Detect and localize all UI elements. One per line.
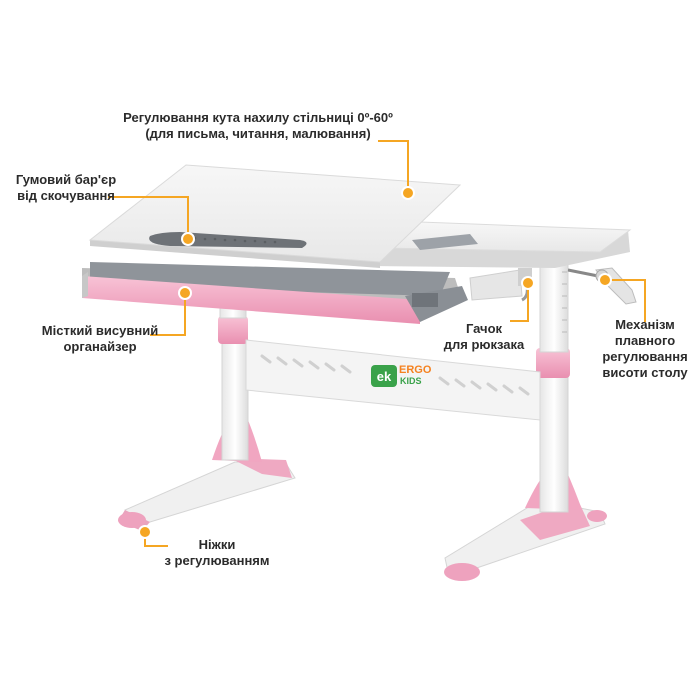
- pointer-height: [608, 279, 646, 322]
- label-height-mechanism: Механізм плавного регулювання висоти сто…: [592, 317, 698, 381]
- label-height-line2: плавного: [614, 333, 676, 348]
- pointer-dot-tilt: [401, 186, 415, 200]
- pointer-barrier: [108, 196, 189, 236]
- label-barrier-line2: від скочування: [17, 188, 115, 203]
- label-backpack-hook: Гачок для рюкзака: [436, 321, 532, 353]
- label-feet-line2: з регулюванням: [164, 553, 270, 568]
- pointer-organizer: [150, 296, 186, 336]
- pointer-dot-feet: [138, 525, 152, 539]
- label-rubber-barrier: Гумовий бар'єр від скочування: [2, 172, 130, 204]
- label-organizer-line1: Місткий висувний: [41, 323, 159, 338]
- label-height-line1: Механізм: [615, 317, 675, 332]
- label-hook-line1: Гачок: [465, 321, 503, 336]
- drawer-organizer: [82, 262, 468, 324]
- label-tilt-adjustment: Регулювання кута нахилу стільниці 0º-60º…: [118, 110, 398, 142]
- foot-left: [118, 458, 296, 531]
- label-feet-line1: Ніжки: [198, 537, 236, 552]
- label-hook-line2: для рюкзака: [443, 337, 525, 352]
- svg-text:ek: ek: [377, 369, 392, 384]
- ergo-kids-logo: ek: [371, 365, 397, 387]
- pointer-dot-barrier: [181, 232, 195, 246]
- label-tilt-line2: (для письма, читання, малювання): [145, 126, 371, 141]
- desktop-fixed-part: [375, 221, 632, 268]
- logo-ergo: ERGO: [399, 364, 432, 376]
- label-tilt-line1: Регулювання кута нахилу стільниці 0º-60º: [123, 110, 393, 125]
- label-organizer: Місткий висувний органайзер: [30, 323, 170, 355]
- pointer-hook: [510, 286, 529, 322]
- pointer-tilt: [378, 140, 409, 190]
- pointer-dot-height: [598, 273, 612, 287]
- label-barrier-line1: Гумовий бар'єр: [15, 172, 117, 187]
- label-organizer-line2: органайзер: [63, 339, 137, 354]
- label-height-line3: регулювання: [602, 349, 688, 364]
- label-height-line4: висоти столу: [602, 365, 688, 380]
- label-adjustable-feet: Ніжки з регулюванням: [158, 537, 276, 569]
- foot-right: [444, 499, 607, 581]
- logo-kids: KIDS: [400, 376, 422, 386]
- pointer-dot-hook: [521, 276, 535, 290]
- leg-right: [525, 259, 582, 513]
- pointer-dot-organizer: [178, 286, 192, 300]
